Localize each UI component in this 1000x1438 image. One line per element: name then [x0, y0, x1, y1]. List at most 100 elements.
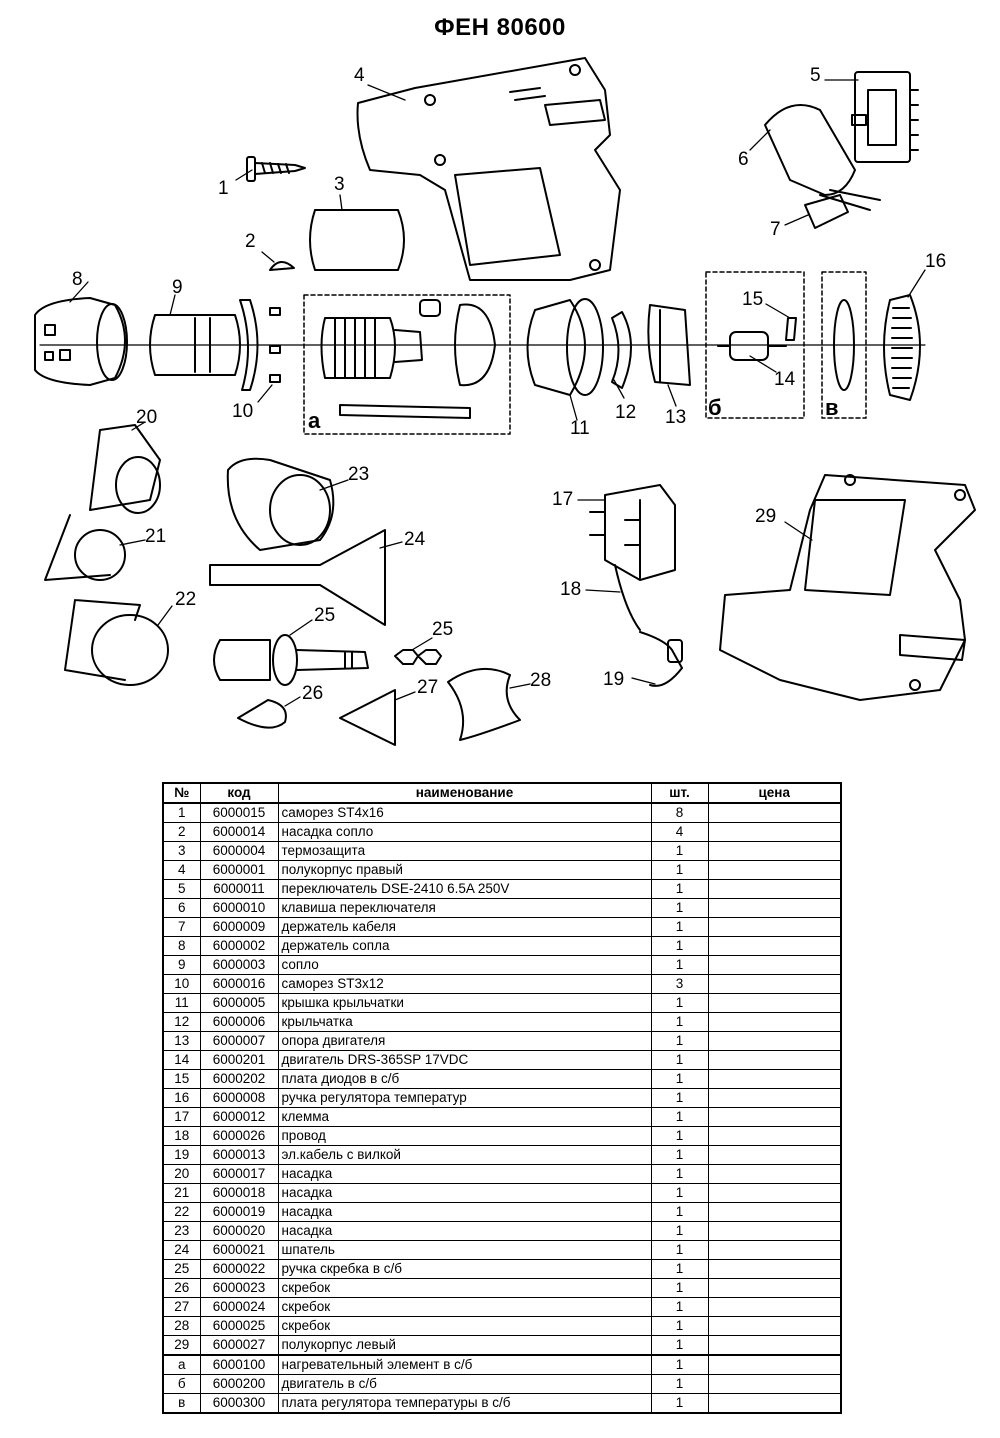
cell-qty: 1: [650, 898, 709, 918]
cell-number: 22: [162, 1202, 201, 1222]
cell-name: провод: [277, 1126, 652, 1146]
cell-number: 29: [162, 1335, 201, 1356]
callout-9: 9: [172, 277, 183, 298]
cell-name: насадка: [277, 1164, 652, 1184]
cell-number: 10: [162, 974, 201, 994]
part-26-scraper: [237, 699, 287, 729]
cell-qty: 1: [650, 1335, 709, 1356]
cell-price: [707, 1221, 842, 1241]
group-label-b: б: [708, 395, 722, 420]
cell-qty: 1: [650, 879, 709, 899]
cell-price: [707, 1012, 842, 1032]
cell-price: [707, 898, 842, 918]
part-28-scraper: [447, 667, 521, 741]
callout-8: 8: [72, 269, 83, 290]
cell-code: 6000023: [199, 1278, 279, 1298]
cell-qty: 1: [650, 1240, 709, 1260]
cell-code: 6000019: [199, 1202, 279, 1222]
cell-number: 28: [162, 1316, 201, 1336]
part-12-fan: [611, 311, 632, 389]
cell-number: 11: [162, 993, 201, 1013]
cell-code: 6000025: [199, 1316, 279, 1336]
cell-qty: 1: [650, 1126, 709, 1146]
part-2-cap: [269, 261, 295, 271]
cell-name: клемма: [277, 1107, 652, 1127]
part-3-thermal-protector: [309, 209, 405, 271]
callout-29: 29: [755, 506, 777, 527]
cell-code: 6000012: [199, 1107, 279, 1127]
cell-qty: 1: [650, 1374, 709, 1394]
cell-number: 4: [162, 860, 201, 880]
cell-name: плата регулятора температуры в с/б: [277, 1393, 652, 1414]
cell-code: 6000300: [199, 1393, 279, 1414]
part-23-nozzle: [226, 457, 335, 551]
cell-code: 6000009: [199, 917, 279, 937]
part-18-wire: [614, 564, 641, 631]
cell-qty: 1: [650, 1069, 709, 1089]
cell-number: в: [162, 1393, 201, 1414]
cell-code: 6000014: [199, 822, 279, 842]
callout-18: 18: [560, 579, 582, 600]
cell-code: 6000001: [199, 860, 279, 880]
callout-4: 4: [354, 65, 365, 86]
cell-price: [707, 1316, 842, 1336]
cell-price: [707, 1202, 842, 1222]
callout-7: 7: [770, 219, 781, 240]
part-25-scraper-handle: [213, 634, 442, 686]
group-box-b: [705, 271, 805, 419]
cell-price: [707, 1259, 842, 1279]
part-9-nozzle: [149, 314, 241, 376]
cell-number: 27: [162, 1297, 201, 1317]
cell-name: скребок: [277, 1297, 652, 1317]
callout-15: 15: [742, 289, 764, 310]
cell-name: двигатель DRS-365SP 17VDC: [277, 1050, 652, 1070]
cell-code: 6000006: [199, 1012, 279, 1032]
cell-name: насадка: [277, 1221, 652, 1241]
part-10-screws: [269, 307, 281, 383]
cell-code: 6000201: [199, 1050, 279, 1070]
part-a-heating-element: [320, 299, 496, 419]
cell-price: [707, 1240, 842, 1260]
cell-name: ручка регулятора температур: [277, 1088, 652, 1108]
group-box-v: [821, 271, 867, 419]
cell-price: [707, 841, 842, 861]
cell-name: скребок: [277, 1278, 652, 1298]
cell-number: 16: [162, 1088, 201, 1108]
cell-number: 24: [162, 1240, 201, 1260]
callout-5: 5: [810, 65, 821, 86]
cell-name: держатель сопла: [277, 936, 652, 956]
cell-name: полукорпус правый: [277, 860, 652, 880]
part-22-nozzle: [64, 599, 169, 686]
cell-code: 6000002: [199, 936, 279, 956]
callout-20: 20: [136, 407, 158, 428]
cell-price: [707, 860, 842, 880]
cell-code: 6000005: [199, 993, 279, 1013]
cell-number: 19: [162, 1145, 201, 1165]
part-16-regulator-knob: [883, 294, 921, 401]
part-20-nozzle: [89, 424, 161, 514]
cell-number: 3: [162, 841, 201, 861]
part-7-cable-holder: [804, 194, 849, 229]
cell-name: термозащита: [277, 841, 652, 861]
part-13-motor-support: [647, 304, 691, 386]
cell-number: б: [162, 1374, 201, 1394]
part-15-diode-board: [785, 317, 797, 341]
exploded-view-diagram: [34, 57, 976, 746]
cell-code: 6000027: [199, 1335, 279, 1356]
callout-24: 24: [404, 529, 426, 550]
callout-23: 23: [348, 464, 370, 485]
part-v-regulator-board: [833, 299, 855, 391]
